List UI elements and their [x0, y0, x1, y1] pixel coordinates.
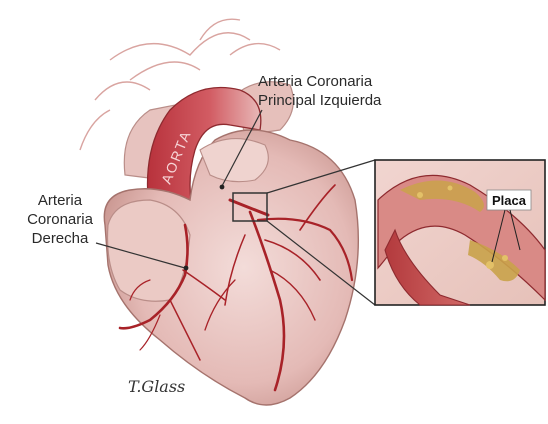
left-main-coronary-dot: [220, 185, 225, 190]
right-atrium: [108, 200, 191, 301]
right-coronary-label-line2: Coronaria: [27, 211, 94, 228]
left-main-coronary-label-line2: Principal Izquierda: [258, 92, 382, 109]
plaque-inset: Placa: [375, 160, 545, 305]
artist-signature: T.Glass: [128, 377, 185, 396]
right-coronary-dot: [184, 266, 189, 271]
right-coronary-label-line1: Arteria: [38, 192, 83, 209]
right-coronary-label-line3: Derecha: [32, 230, 89, 247]
plaque-label: Placa: [492, 193, 527, 208]
left-main-coronary-label-line1: Arteria Coronaria: [258, 73, 373, 90]
left-atrium: [200, 139, 268, 182]
